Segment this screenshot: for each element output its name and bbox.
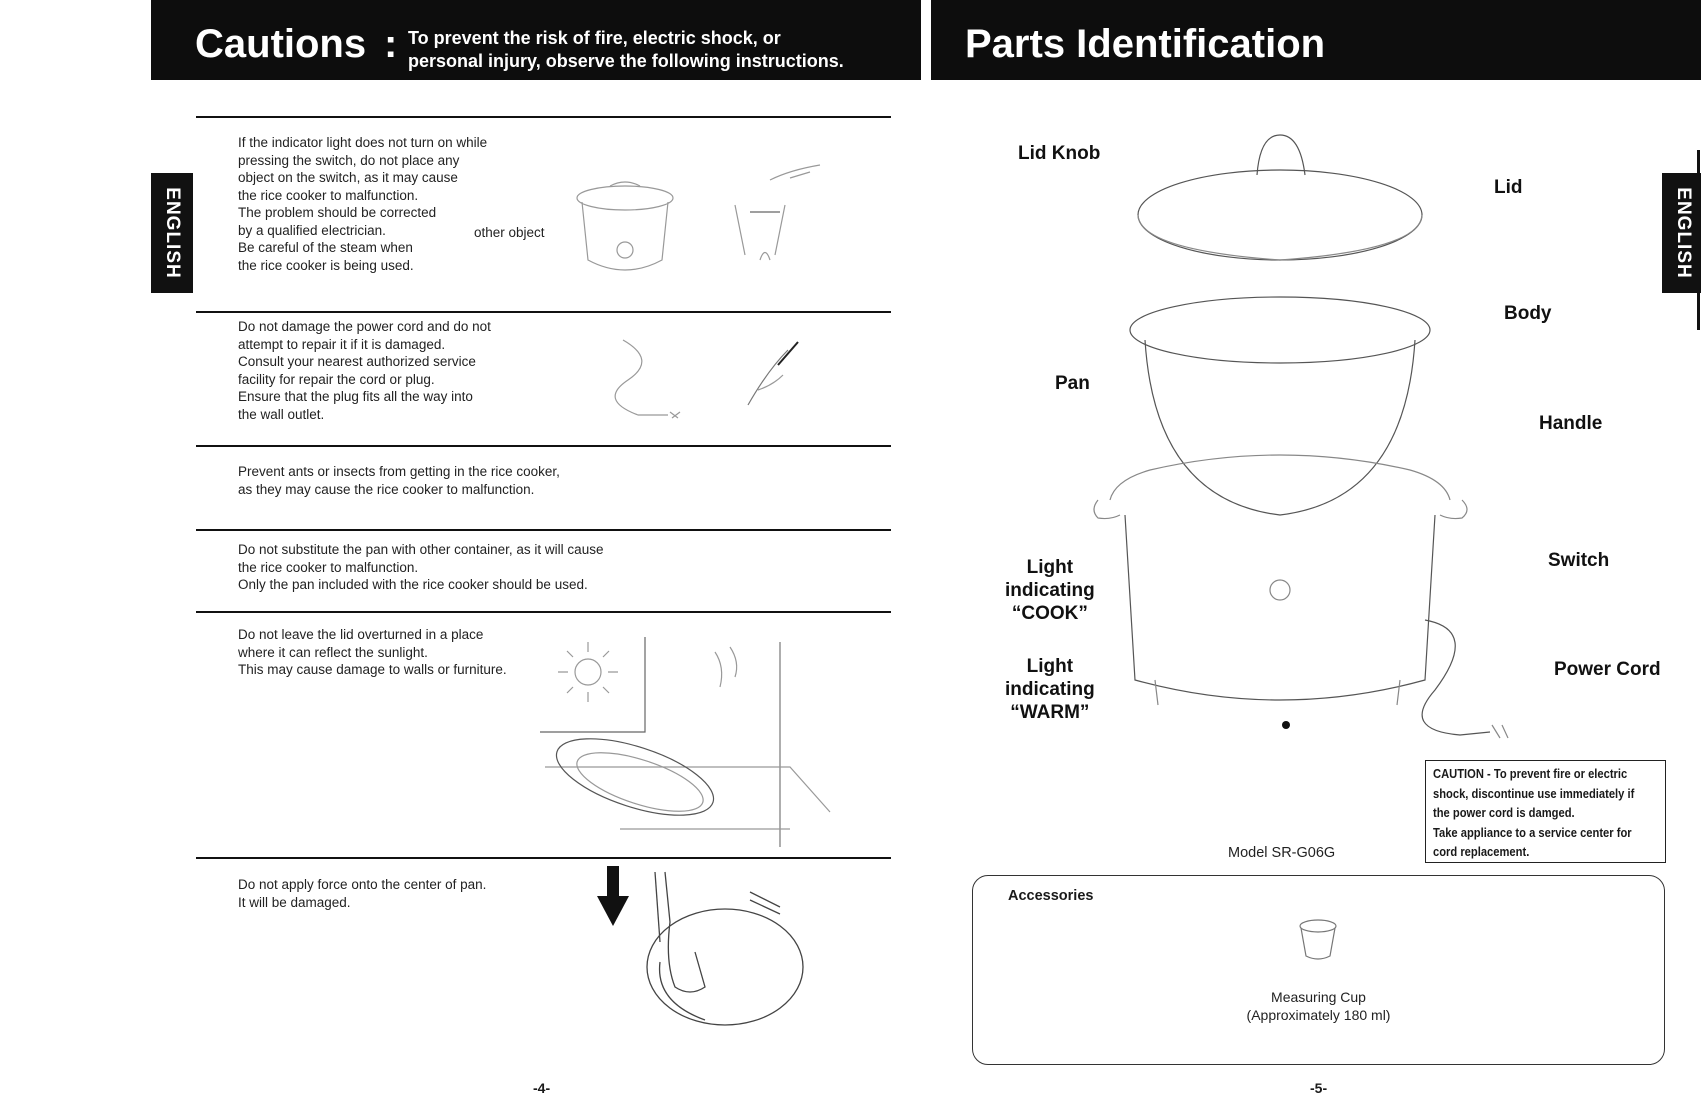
- language-tab-right: ENGLISH: [1662, 173, 1701, 293]
- caution-4-line: the rice cooker to malfunction.: [238, 559, 419, 575]
- measuring-cup-illustration: [1293, 914, 1343, 964]
- label-body: Body: [1504, 303, 1552, 324]
- caution-2-line: Ensure that the plug fits all the way in…: [238, 389, 473, 404]
- caution-1-line: The problem should be corrected: [238, 205, 437, 220]
- caution-1-line: the rice cooker to malfunction.: [238, 187, 419, 203]
- accessories-title: Accessories: [1008, 888, 1094, 904]
- label-lid: Lid: [1494, 177, 1523, 198]
- accessories-caption-line: Measuring Cup: [1271, 989, 1366, 1005]
- caution-2-line: Do not damage the power cord and do not: [238, 319, 491, 334]
- accessories-caption-line: (Approximately 180 ml): [1246, 1007, 1391, 1023]
- label-light-warm-line: “WARM”: [1010, 702, 1090, 723]
- caution-divider: [196, 529, 891, 531]
- language-tab-right-label: ENGLISH: [1673, 187, 1694, 279]
- label-switch: Switch: [1548, 550, 1610, 571]
- caution-1-line: the rice cooker is being used.: [238, 257, 414, 273]
- caution-divider: [196, 311, 891, 313]
- caution-1-line: If the indicator light does not turn on …: [238, 135, 488, 150]
- cord-caution-line: cord replacement.: [1433, 844, 1530, 859]
- caution-4-text: Do not substitute the pan with other con…: [238, 541, 603, 594]
- caution-1-text: If the indicator light does not turn on …: [238, 134, 487, 274]
- cautions-subtitle: To prevent the risk of fire, electric sh…: [408, 27, 908, 73]
- cord-caution-line: Take appliance to a service center for: [1433, 824, 1632, 840]
- language-tab-left: ENGLISH: [151, 173, 193, 293]
- caution-5-line: Do not leave the lid overturned in a pla…: [238, 627, 484, 642]
- label-light-cook-line: indicating: [1005, 580, 1095, 601]
- caution-divider: [196, 116, 891, 118]
- caution-4-line: Do not substitute the pan with other con…: [238, 542, 604, 557]
- caution-divider: [196, 857, 891, 859]
- model-number: Model SR-G06G: [1228, 845, 1336, 861]
- label-light-cook: Light indicating “COOK”: [1005, 556, 1095, 625]
- caution-2-line: attempt to repair it if it is damaged.: [238, 336, 446, 352]
- cord-caution-line: the power cord is damged.: [1433, 805, 1575, 820]
- label-lid-knob: Lid Knob: [1018, 143, 1101, 164]
- caution-3-line: Prevent ants or insects from getting in …: [238, 464, 560, 479]
- caution-5-line: where it can reflect the sunlight.: [238, 644, 428, 660]
- pan-force-illustration: [595, 862, 815, 1032]
- caution-6-line: It will be damaged.: [238, 894, 351, 910]
- label-light-cook-line: “COOK”: [1011, 603, 1088, 624]
- cord-caution-line: CAUTION - To prevent fire or electric: [1433, 766, 1628, 781]
- page-number-left: -4-: [533, 1080, 551, 1096]
- label-light-warm-line: indicating: [1005, 679, 1095, 700]
- rice-cooker-diagram: [1080, 120, 1520, 740]
- label-light-cook-line: Light: [1026, 557, 1074, 578]
- label-light-warm: Light indicating “WARM”: [1005, 655, 1095, 724]
- cautions-colon: :: [384, 22, 398, 66]
- caution-5-text: Do not leave the lid overturned in a pla…: [238, 626, 507, 679]
- cautions-subtitle-line-2: personal injury, observe the following i…: [408, 51, 844, 71]
- cautions-subtitle-line-1: To prevent the risk of fire, electric sh…: [408, 28, 781, 48]
- cord-caution-line: shock, discontinue use immediately if: [1433, 785, 1635, 801]
- caution-2-line: the wall outlet.: [238, 406, 325, 422]
- caution-divider: [196, 611, 891, 613]
- cautions-title: Cautions: [195, 22, 367, 66]
- parts-header: Parts Identification: [931, 0, 1701, 80]
- language-tab-left-label: ENGLISH: [162, 187, 183, 279]
- caution-2-line: Consult your nearest authorized service: [238, 354, 476, 369]
- caution-1-line: by a qualified electrician.: [238, 222, 386, 238]
- switch-caution-illustration: [570, 150, 890, 285]
- label-pan: Pan: [1055, 373, 1090, 394]
- caution-1-line: pressing the switch, do not place any: [238, 152, 460, 168]
- page-number-right: -5-: [1310, 1080, 1328, 1096]
- accessories-box: Accessories Measuring Cup (Approximately…: [972, 875, 1665, 1065]
- label-handle: Handle: [1539, 413, 1603, 434]
- caution-6-line: Do not apply force onto the center of pa…: [238, 877, 487, 892]
- caution-1-line: object on the switch, as it may cause: [238, 170, 458, 185]
- page-edge-bar: [1697, 150, 1700, 330]
- caution-4-line: Only the pan included with the rice cook…: [238, 577, 588, 592]
- caution-divider: [196, 445, 891, 447]
- caution-5-line: This may cause damage to walls or furnit…: [238, 662, 507, 677]
- caution-1-line: Be careful of the steam when: [238, 240, 413, 255]
- caution-3-text: Prevent ants or insects from getting in …: [238, 463, 560, 498]
- caution-6-text: Do not apply force onto the center of pa…: [238, 876, 486, 911]
- accessories-caption: Measuring Cup (Approximately 180 ml): [973, 988, 1664, 1024]
- label-power-cord: Power Cord: [1554, 659, 1661, 680]
- other-object-label: other object: [474, 225, 545, 240]
- label-light-warm-line: Light: [1026, 656, 1074, 677]
- parts-title: Parts Identification: [965, 22, 1326, 66]
- power-cord-illustration: [598, 330, 838, 425]
- caution-2-line: facility for repair the cord or plug.: [238, 371, 435, 387]
- cautions-header: Cautions : To prevent the risk of fire, …: [151, 0, 921, 80]
- caution-3-line: as they may cause the rice cooker to mal…: [238, 481, 535, 497]
- sunlight-lid-illustration: [540, 632, 890, 847]
- cord-caution-box: CAUTION - To prevent fire or electric sh…: [1425, 760, 1666, 863]
- caution-2-text: Do not damage the power cord and do not …: [238, 318, 491, 423]
